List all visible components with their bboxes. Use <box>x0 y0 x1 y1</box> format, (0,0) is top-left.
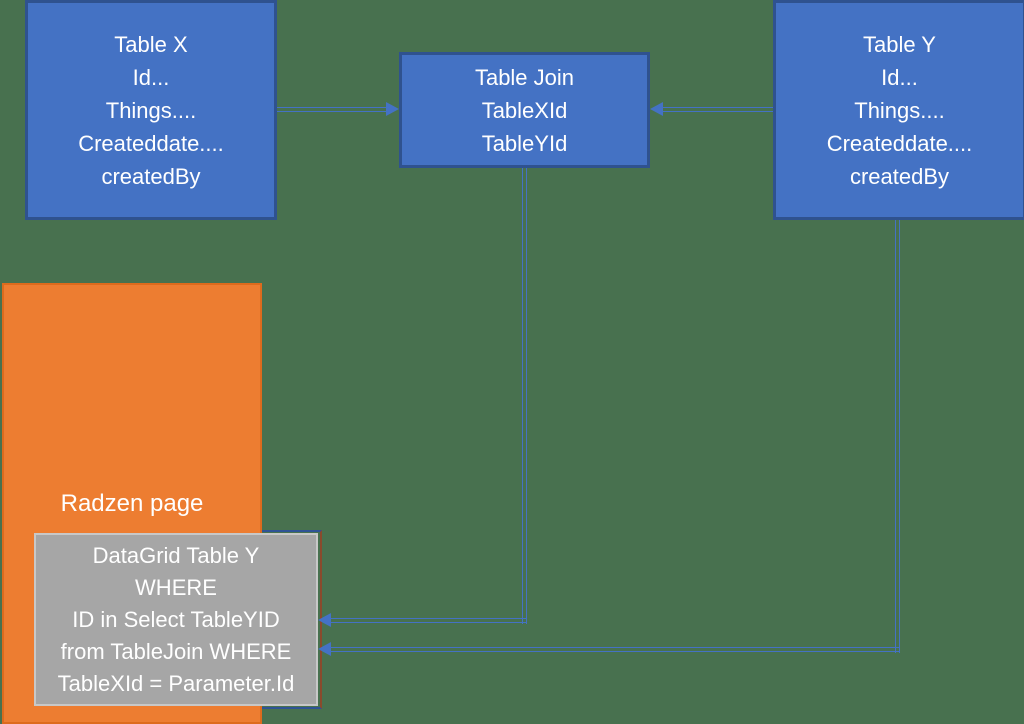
datagrid-line: ID in Select TableYID <box>72 606 280 632</box>
arrowhead-left-icon <box>650 102 663 116</box>
table-x-field: Id... <box>132 64 170 90</box>
datagrid-line: TableXId = Parameter.Id <box>57 670 295 696</box>
table-x-field: createdBy <box>101 163 201 189</box>
arrowhead-right-icon <box>386 102 399 116</box>
connector-tabley-to-tablejoin <box>662 107 773 112</box>
connector-tabley-to-datagrid-vertical <box>895 220 900 653</box>
arrowhead-left-icon <box>318 613 331 627</box>
table-x-field: Things.... <box>105 97 197 123</box>
table-x-box: Table X Id... Things.... Createddate....… <box>25 0 277 220</box>
datagrid-line: WHERE <box>135 574 217 600</box>
table-y-field: createdBy <box>849 163 950 189</box>
connector-tablex-to-tablejoin <box>277 107 389 112</box>
datagrid-box: DataGrid Table Y WHERE ID in Select Tabl… <box>34 533 318 706</box>
table-y-box: Table Y Id... Things.... Createddate....… <box>773 0 1024 220</box>
datagrid-line: DataGrid Table Y <box>92 542 260 568</box>
table-join-box: Table Join TableXId TableYId <box>399 52 650 168</box>
table-y-field: Things.... <box>854 97 945 123</box>
table-y-title: Table Y <box>863 31 936 57</box>
connector-tablejoin-to-datagrid-horizontal <box>330 618 527 623</box>
table-join-field: TableYId <box>481 130 568 156</box>
arrowhead-left-icon <box>318 642 331 656</box>
table-join-field: TableXId <box>481 97 568 123</box>
table-y-field: Id... <box>881 64 918 90</box>
connector-tabley-to-datagrid-horizontal <box>330 647 900 652</box>
connector-tablejoin-to-datagrid-vertical <box>522 168 527 624</box>
datagrid-line: from TableJoin WHERE <box>60 638 292 664</box>
table-x-field: Createddate.... <box>78 130 224 156</box>
table-join-title: Table Join <box>474 64 575 90</box>
radzen-page-label: Radzen page <box>60 489 204 517</box>
table-y-field: Createddate.... <box>826 130 973 156</box>
table-x-title: Table X <box>114 31 188 57</box>
